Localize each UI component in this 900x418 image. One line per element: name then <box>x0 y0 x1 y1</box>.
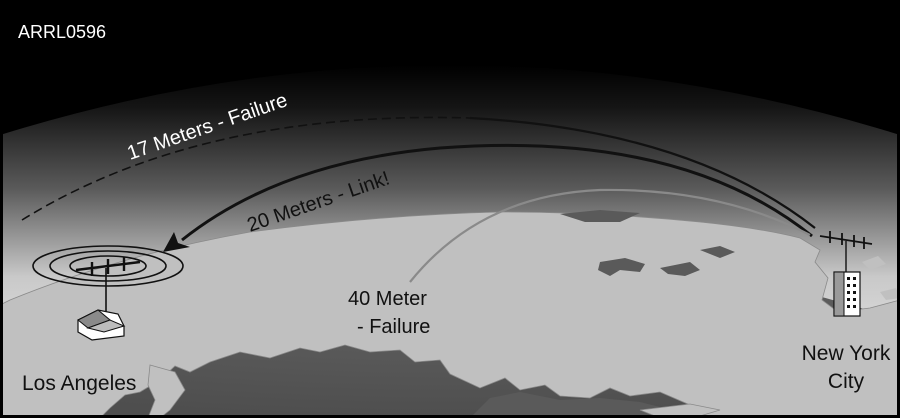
label-nyc-line1: New York <box>802 342 891 365</box>
radiation-ring-middle <box>49 250 167 282</box>
path-17m-dashed <box>21 116 471 221</box>
path-20m-link <box>181 143 813 242</box>
radiation-ring-inner <box>69 255 147 277</box>
label-nyc-line2: City <box>828 370 865 393</box>
islands-west <box>212 285 238 299</box>
arrowhead-icon <box>163 232 190 252</box>
radiation-ring-outer <box>32 245 184 287</box>
house-icon <box>77 309 126 341</box>
nyc-antenna-group <box>819 231 873 317</box>
label-40m-line2: - Failure <box>357 316 430 338</box>
hudson-bay <box>560 210 640 222</box>
label-los-angeles: Los Angeles <box>22 372 136 395</box>
yagi-antenna-icon <box>819 231 873 272</box>
path-17m-solid <box>469 116 816 229</box>
islands <box>862 256 900 300</box>
gulf-of-mexico <box>470 392 690 418</box>
baja-peninsula <box>147 364 186 418</box>
figure-id-label: ARRL0596 <box>18 22 106 42</box>
skyscraper-icon <box>833 271 861 317</box>
land-north-america <box>0 211 900 418</box>
great-lakes <box>598 246 735 276</box>
label-40m-line1: 40 Meter <box>348 288 427 310</box>
la-antenna-group <box>32 245 184 341</box>
path-40m <box>409 188 811 283</box>
yagi-antenna-icon <box>75 257 141 315</box>
